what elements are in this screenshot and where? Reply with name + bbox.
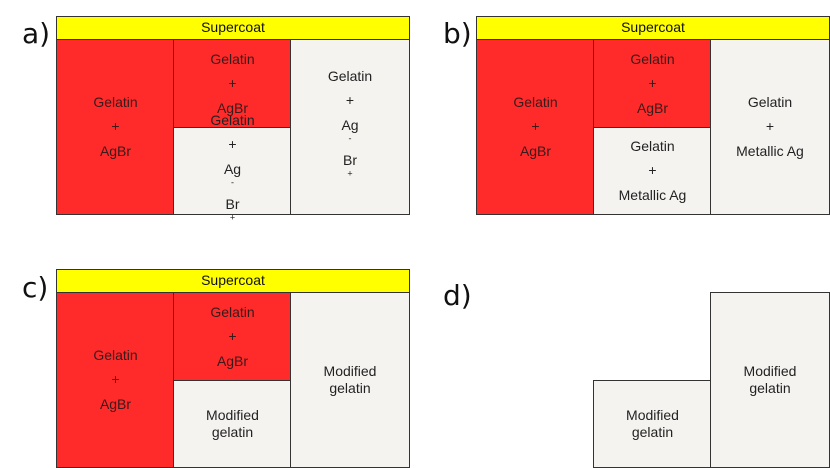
layer-plus: + (531, 118, 540, 135)
formula-br: Br (225, 195, 240, 212)
layer-text: AgBr (99, 142, 132, 159)
panel-d-label: d) (443, 279, 472, 312)
layer-text: gelatin (329, 380, 371, 396)
layer-plus: + (111, 118, 120, 135)
panel-c-label: c) (22, 271, 49, 304)
layer-text: AgBr (519, 142, 552, 159)
layer-text: Modified (323, 362, 377, 379)
layer-text: Gelatin (210, 303, 255, 320)
layer-plus: + (228, 328, 237, 345)
panel-c-middle-bottom-layer: Modified gelatin (173, 380, 292, 468)
panel-a-right-layer: Gelatin + Ag-Br+ (290, 39, 410, 215)
formula-ag: Ag (223, 160, 242, 177)
layer-text: Gelatin (747, 93, 793, 110)
layer-formula: Ag- Br+ (341, 117, 358, 187)
layer-text: AgBr (636, 99, 669, 116)
panel-a-middle-bottom-layer: Gelatin + Ag-Br+ (173, 112, 292, 222)
layer-plus: + (345, 92, 355, 108)
formula-charge: - (231, 177, 234, 188)
layer-plus: + (765, 118, 775, 135)
layer-text: AgBr (99, 395, 132, 412)
layer-text: AgBr (216, 352, 249, 369)
panel-b-right-layer: Gelatin + Metallic Ag (710, 39, 830, 215)
formula-charge: - (348, 133, 352, 144)
layer-text: Gelatin (210, 111, 255, 128)
panel-a-label: a) (22, 17, 51, 50)
layer-text: Metallic Ag (618, 186, 687, 203)
layer-text: AgBr (216, 99, 249, 116)
layer-formula: Ag- Br+ (224, 161, 241, 231)
layer-text: Gelatin (513, 93, 558, 110)
panel-b-middle-bottom-layer: Gelatin + Metallic Ag (593, 127, 712, 215)
layer-text: Gelatin (93, 93, 138, 110)
layer-text: Modified (206, 406, 259, 423)
layer-text: Gelatin (630, 50, 675, 67)
formula-charge: + (229, 212, 236, 223)
layer-text: Gelatin (93, 346, 138, 363)
layer-text: Gelatin (210, 50, 255, 67)
layer-text: Modified (743, 362, 797, 379)
layer-text: Modified (626, 406, 679, 423)
layer-text: Gelatin (327, 67, 373, 84)
panel-a-supercoat-layer: Supercoat (56, 16, 410, 40)
panel-c-supercoat-layer: Supercoat (56, 269, 410, 293)
layer-text: Metallic Ag (736, 142, 804, 159)
layer-text: gelatin (631, 424, 674, 440)
panel-c-left-layer: Gelatin + AgBr (56, 292, 175, 468)
panel-b-label: b) (443, 17, 472, 50)
panel-b-middle-top-layer: Gelatin + AgBr (593, 39, 712, 129)
panel-c-right-layer: Modified gelatin (290, 292, 410, 468)
formula-charge: + (347, 168, 353, 179)
formula-ag: Ag (341, 116, 359, 133)
panel-a-left-layer: Gelatin + AgBr (56, 39, 175, 215)
layer-plus: + (228, 75, 237, 92)
layer-plus: + (648, 162, 657, 179)
layer-plus: + (648, 75, 657, 92)
panel-a-middle-top-layer: Gelatin + AgBr (173, 39, 292, 129)
panel-b-left-layer: Gelatin + AgBr (476, 39, 595, 215)
layer-text: Gelatin (630, 137, 675, 154)
panel-b-supercoat-layer: Supercoat (476, 16, 830, 40)
layer-text: gelatin (211, 424, 254, 440)
panel-d-tall-layer: Modified gelatin (710, 292, 830, 468)
formula-br: Br (343, 151, 357, 168)
layer-text: gelatin (749, 380, 791, 396)
layer-plus: + (111, 371, 120, 388)
panel-c-middle-top-layer: Gelatin + AgBr (173, 292, 292, 382)
layer-plus: + (228, 136, 237, 152)
panel-d-low-layer: Modified gelatin (593, 380, 712, 468)
